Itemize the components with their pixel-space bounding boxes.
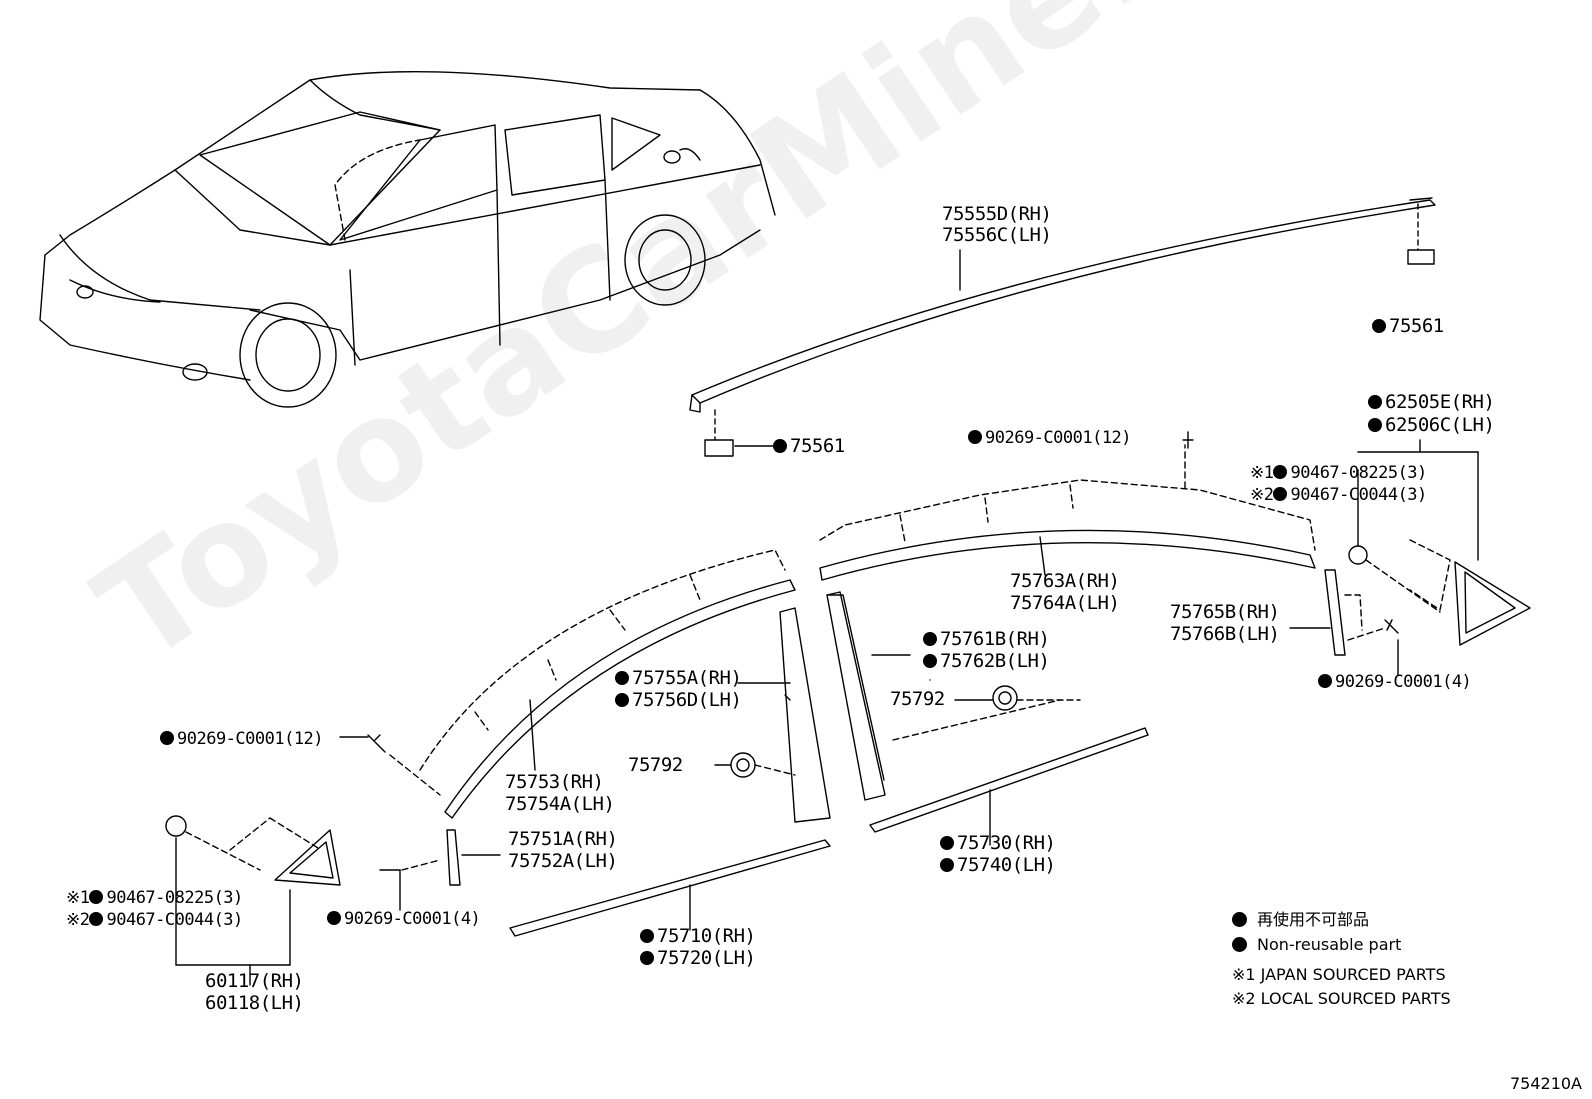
non-reusable-dot-icon	[1232, 937, 1247, 952]
leader-lines	[339, 679, 931, 738]
label-75792-right: 75792	[890, 688, 945, 710]
non-reusable-dot-icon	[1372, 319, 1386, 333]
label-75751a: 75751A(RH)	[508, 828, 618, 850]
non-reusable-dot-icon	[1368, 395, 1382, 409]
front-pillar-trim	[379, 829, 501, 911]
label-75761b: 75761B(RH)	[923, 628, 1050, 650]
non-reusable-dot-icon	[327, 911, 341, 925]
rear-door-upper-moulding	[819, 431, 1316, 581]
non-reusable-dot-icon	[1232, 912, 1247, 927]
label-75764a: 75764A(LH)	[1010, 592, 1120, 614]
label-75561-right: 75561	[1372, 315, 1444, 337]
label-75792-left: 75792	[628, 754, 683, 776]
front-triangle-garnish	[165, 815, 341, 986]
non-reusable-dot-icon	[940, 836, 954, 850]
label-75752a: 75752A(LH)	[508, 850, 618, 872]
label-75730: 75730(RH)	[940, 832, 1056, 854]
non-reusable-dot-icon	[968, 430, 982, 444]
label-90269-upper: 90269-C0001(12)	[968, 427, 1132, 449]
label-75561-left: 75561	[773, 435, 845, 457]
non-reusable-dot-icon	[89, 912, 104, 926]
non-reusable-dot-icon	[1273, 465, 1288, 479]
roof-moulding	[689, 197, 1436, 457]
label-75555d: 75555D(RH)	[942, 203, 1052, 225]
label-75753: 75753(RH)	[505, 771, 604, 793]
label-75765b: 75765B(RH)	[1170, 601, 1280, 623]
legend-note-local: ※2 LOCAL SOURCED PARTS	[1232, 989, 1451, 1008]
label-75754a: 75754A(LH)	[505, 793, 615, 815]
non-reusable-dot-icon	[1273, 487, 1288, 501]
pillar-garnishes	[714, 591, 1081, 823]
label-60117: 60117(RH)	[205, 970, 304, 992]
label-75762b: 75762B(LH)	[923, 650, 1050, 672]
non-reusable-dot-icon	[923, 654, 937, 668]
belt-mouldings	[509, 727, 1149, 937]
label-62505e: 62505E(RH)	[1368, 391, 1495, 413]
label-75766b: 75766B(LH)	[1170, 623, 1280, 645]
diagram-code: 754210A	[1509, 1074, 1582, 1093]
label-90269-left12: 90269-C0001(12)	[160, 728, 324, 750]
label-75763a: 75763A(RH)	[1010, 570, 1120, 592]
non-reusable-dot-icon	[940, 858, 954, 872]
label-75720: 75720(LH)	[640, 947, 756, 969]
front-door-upper-moulding	[367, 549, 796, 819]
non-reusable-dot-icon	[923, 632, 937, 646]
label-62506c: 62506C(LH)	[1368, 414, 1495, 436]
rear-pillar-trim	[1289, 569, 1399, 676]
label-60118: 60118(LH)	[205, 992, 304, 1014]
label-90269-left4: 90269-C0001(4)	[327, 908, 481, 930]
non-reusable-dot-icon	[640, 951, 654, 965]
label-75740: 75740(LH)	[940, 854, 1056, 876]
label-75756d: 75756D(LH)	[615, 689, 742, 711]
rear-triangle-garnish	[1348, 439, 1531, 646]
label-75755a: 75755A(RH)	[615, 667, 742, 689]
non-reusable-dot-icon	[640, 929, 654, 943]
non-reusable-dot-icon	[773, 439, 787, 453]
non-reusable-dot-icon	[1318, 674, 1332, 688]
legend-non-reusable-en: Non-reusable part	[1232, 933, 1401, 957]
non-reusable-dot-icon	[615, 693, 629, 707]
legend-non-reusable-jp: 再使用不可部品	[1232, 908, 1369, 932]
label-90269-right: 90269-C0001(4)	[1318, 671, 1472, 693]
legend-note-japan: ※1 JAPAN SOURCED PARTS	[1232, 965, 1446, 984]
label-75556c: 75556C(LH)	[942, 224, 1052, 246]
non-reusable-dot-icon	[160, 731, 174, 745]
non-reusable-dot-icon	[615, 671, 629, 685]
label-75710: 75710(RH)	[640, 925, 756, 947]
non-reusable-dot-icon	[1368, 418, 1382, 432]
non-reusable-dot-icon	[89, 890, 104, 904]
car-illustration	[39, 71, 776, 408]
